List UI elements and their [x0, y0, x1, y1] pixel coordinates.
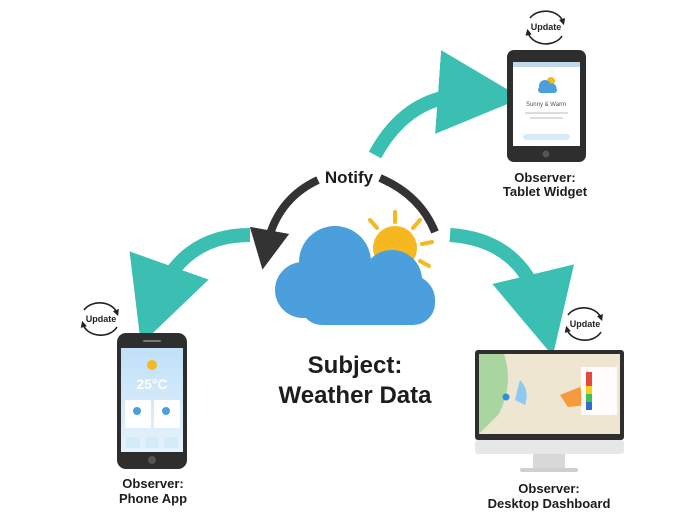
update-arrow-desktop	[449, 228, 575, 356]
phone-temperature: 25°C	[136, 376, 167, 392]
notify-label: Notify	[325, 168, 374, 187]
update-label-tablet: Update	[531, 22, 562, 32]
notify-arrow-left	[249, 176, 320, 270]
tablet-label-line1: Observer:	[514, 170, 575, 185]
update-label-phone: Update	[86, 314, 117, 324]
refresh-icon-tablet: Update	[525, 10, 566, 45]
refresh-icon-phone: Update	[80, 302, 119, 336]
phone-label-line1: Observer:	[122, 476, 183, 491]
tablet-cloud-icon	[538, 77, 557, 93]
tablet-label-line2: Tablet Widget	[503, 184, 588, 199]
subject-title-line1: Subject:	[308, 352, 403, 379]
update-arrow-phone	[129, 228, 251, 345]
desktop-monitor	[475, 350, 624, 472]
update-label-desktop: Update	[570, 319, 601, 329]
phone-sun-icon	[147, 360, 157, 370]
tablet-device: Sunny & Warm	[507, 50, 586, 162]
cloud-icon	[275, 226, 435, 325]
phone-device: 25°C	[117, 333, 187, 469]
desktop-label-line2: Desktop Dashboard	[488, 496, 611, 511]
tablet-screen-text: Sunny & Warm	[526, 102, 566, 108]
notify-arrow-right	[378, 174, 439, 234]
desktop-label-line1: Observer:	[518, 481, 579, 496]
phone-label-line2: Phone App	[119, 491, 187, 506]
update-arrow-tablet	[368, 50, 522, 159]
subject-title-line2: Weather Data	[279, 382, 433, 409]
refresh-icon-desktop: Update	[564, 307, 603, 341]
